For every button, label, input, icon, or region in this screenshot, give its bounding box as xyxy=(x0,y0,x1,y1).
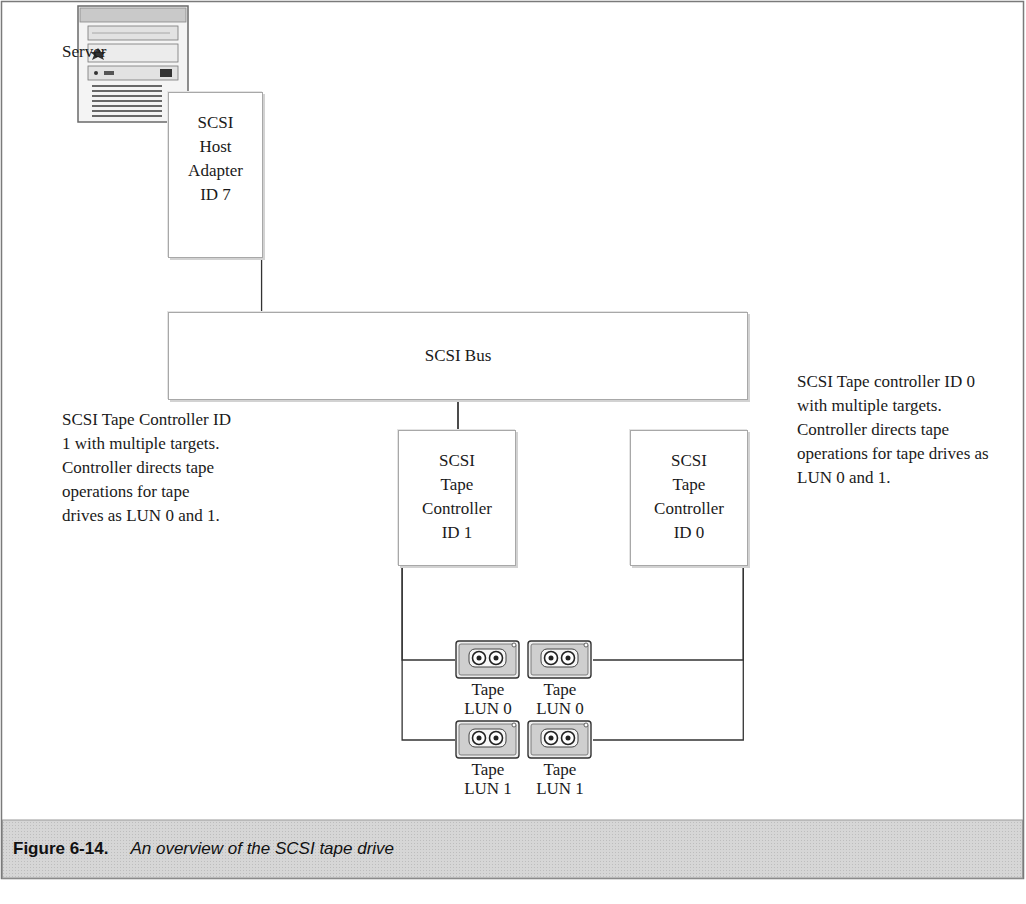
bus-connector xyxy=(261,258,262,312)
tape-drive: Tape LUN 1 xyxy=(455,720,521,798)
box-label: SCSI Bus xyxy=(425,344,492,368)
bus-connector xyxy=(402,566,455,740)
tape-label: Tape LUN 1 xyxy=(455,760,521,798)
tape-controller-box: SCSI Tape Controller ID 0 xyxy=(630,430,748,566)
bus-connector xyxy=(457,400,458,430)
tape-cartridge-icon xyxy=(527,720,593,760)
tape-label: Tape LUN 1 xyxy=(527,760,593,798)
box-label: SCSI Tape Controller ID 0 xyxy=(653,449,725,545)
tape-label: Tape LUN 0 xyxy=(527,680,593,718)
tape-cartridge-icon xyxy=(455,640,521,680)
box-label: SCSI Tape Controller ID 1 xyxy=(421,449,493,545)
side-note: SCSI Tape controller ID 0 with multiple … xyxy=(797,370,1007,490)
bus-connector xyxy=(593,566,743,660)
tape-drive: Tape LUN 0 xyxy=(527,640,593,718)
tape-cartridge-icon xyxy=(527,640,593,680)
tape-cartridge-icon xyxy=(455,720,521,760)
figure-caption: An overview of the SCSI tape drive xyxy=(130,839,394,859)
caption-band xyxy=(3,820,1023,878)
tape-drive: Tape LUN 0 xyxy=(455,640,521,718)
bus-connector xyxy=(593,566,743,740)
tape-label: Tape LUN 0 xyxy=(455,680,521,718)
caption-band: Figure 6-14. An overview of the SCSI tape… xyxy=(3,821,1022,877)
box-label: SCSI Host Adapter ID 7 xyxy=(186,111,245,207)
bus-connector xyxy=(402,566,455,660)
figure-frame xyxy=(2,2,1024,879)
host-adapter-box: SCSI Host Adapter ID 7 xyxy=(168,92,263,258)
tape-controller-box: SCSI Tape Controller ID 1 xyxy=(398,430,516,566)
server-label: Server xyxy=(62,40,132,64)
tape-drive: Tape LUN 1 xyxy=(527,720,593,798)
side-note: SCSI Tape Controller ID 1 with multiple … xyxy=(62,408,234,528)
scsi-bus-box: SCSI Bus xyxy=(168,312,748,400)
figure-number: Figure 6-14. xyxy=(13,839,108,859)
bus-connector xyxy=(457,400,458,430)
